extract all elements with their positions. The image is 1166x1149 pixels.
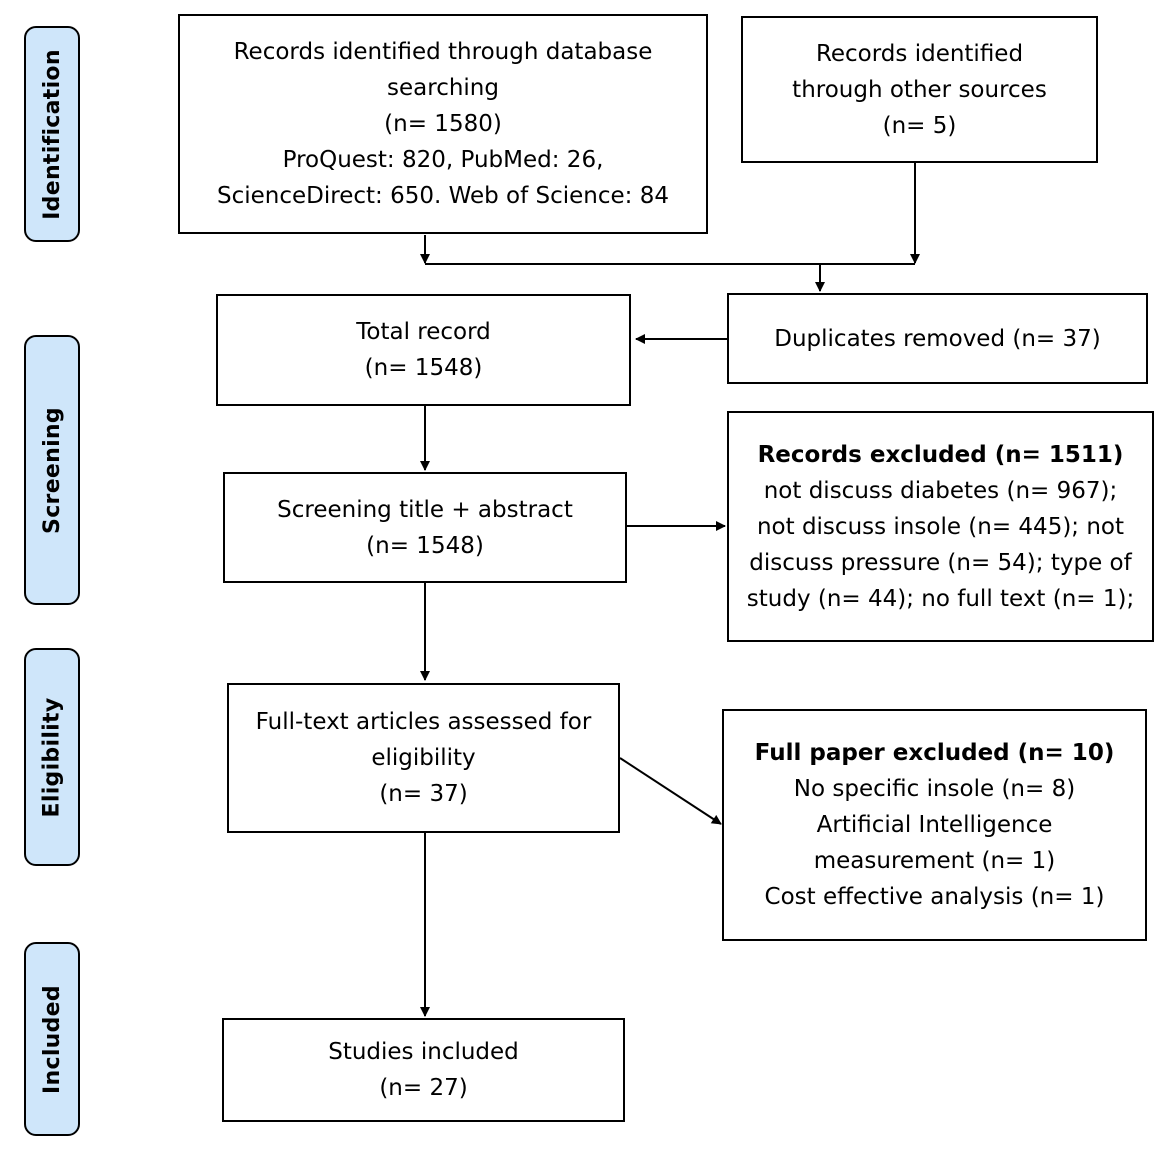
- other-sources-line-3: (n= 5): [882, 112, 957, 139]
- records-excluded-line-4: study (n= 44); no full text (n= 1);: [746, 585, 1135, 612]
- database-search-box: Records identified through database sear…: [178, 14, 708, 234]
- records-excluded-heading: Records excluded (n= 1511): [757, 441, 1124, 468]
- total-record-line-1: Total record: [356, 319, 491, 345]
- stage-identification: Identification: [24, 26, 80, 242]
- full-paper-excluded-heading: Full paper excluded (n= 10): [754, 740, 1115, 766]
- duplicates-removed-box: Duplicates removed (n= 37): [727, 293, 1148, 384]
- total-record-box: Total record (n= 1548): [216, 294, 631, 406]
- other-sources-line-2: through other sources: [792, 76, 1047, 103]
- stage-eligibility: Eligibility: [24, 648, 80, 866]
- full-text-line-1: Full-text articles assessed for: [255, 709, 592, 735]
- stage-screening: Screening: [24, 335, 80, 605]
- other-sources-box: Records identified through other sources…: [741, 16, 1098, 163]
- full-paper-excluded-line-2: Artificial Intelligence: [816, 812, 1053, 838]
- records-excluded-line-2: not discuss insole (n= 445); not: [756, 513, 1125, 540]
- screening-line-1: Screening title + abstract: [277, 496, 573, 523]
- total-record-line-2: (n= 1548): [364, 355, 483, 381]
- full-paper-excluded-box: Full paper excluded (n= 10) No specific …: [722, 709, 1147, 941]
- full-text-line-3: (n= 37): [379, 781, 468, 807]
- full-text-line-2: eligibility: [371, 745, 476, 771]
- full-paper-excluded-line-1: No specific insole (n= 8): [793, 776, 1076, 802]
- full-text-box: Full-text articles assessed for eligibil…: [227, 683, 620, 833]
- screening-line-2: (n= 1548): [366, 532, 484, 559]
- duplicates-removed-line-1: Duplicates removed (n= 37): [774, 325, 1101, 352]
- records-excluded-line-1: not discuss diabetes (n= 967);: [763, 477, 1118, 504]
- arrow-fulltext-to-excluded: [619, 757, 722, 825]
- records-excluded-box: Records excluded (n= 1511) not discuss d…: [727, 411, 1154, 642]
- database-search-line-1: Records identified through database: [233, 39, 653, 65]
- database-search-line-5: ScienceDirect: 650. Web of Science: 84: [216, 183, 670, 209]
- records-excluded-line-3: discuss pressure (n= 54); type of: [749, 549, 1132, 576]
- screening-box: Screening title + abstract (n= 1548): [223, 472, 627, 583]
- full-paper-excluded-line-4: Cost effective analysis (n= 1): [764, 884, 1105, 910]
- full-paper-excluded-line-3: measurement (n= 1): [813, 848, 1056, 874]
- other-sources-line-1: Records identified: [815, 40, 1024, 67]
- database-search-line-2: searching: [387, 75, 499, 101]
- studies-included-box: Studies included (n= 27): [222, 1018, 625, 1122]
- stage-included: Included: [24, 942, 80, 1136]
- database-search-line-3: (n= 1580): [384, 111, 502, 137]
- studies-included-line-2: (n= 27): [379, 1075, 468, 1101]
- database-search-line-4: ProQuest: 820, PubMed: 26,: [282, 147, 604, 173]
- studies-included-line-1: Studies included: [328, 1039, 519, 1065]
